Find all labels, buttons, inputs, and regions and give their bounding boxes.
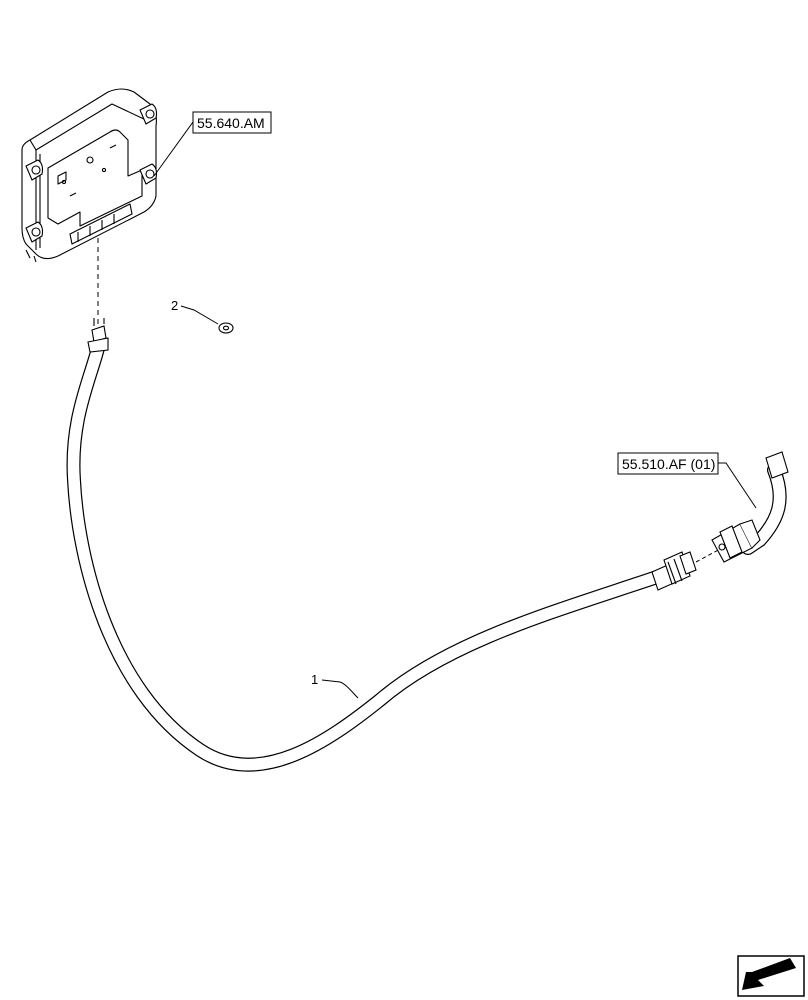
ring-terminal — [87, 318, 109, 353]
washer — [218, 322, 234, 334]
callout-connector-ref[interactable]: 55.510.AF (01) — [617, 452, 719, 475]
leader-connector-ref — [718, 462, 757, 509]
leader-item-1 — [321, 679, 359, 699]
leader-item-2 — [180, 305, 219, 325]
control-module — [21, 88, 158, 263]
ground-cable — [66, 341, 667, 772]
callout-ecu-ref[interactable]: 55.640.AM — [192, 111, 272, 134]
callout-ecu-ref-label: 55.640.AM — [197, 115, 265, 131]
cable-connector — [651, 551, 697, 591]
leader-ecu-ref — [153, 121, 194, 177]
item-1-label[interactable]: 1 — [311, 672, 318, 687]
mating-connector — [711, 451, 789, 563]
item-2-label[interactable]: 2 — [171, 298, 178, 313]
callout-connector-ref-label: 55.510.AF (01) — [622, 456, 715, 472]
next-page-arrow-icon[interactable] — [737, 955, 805, 997]
